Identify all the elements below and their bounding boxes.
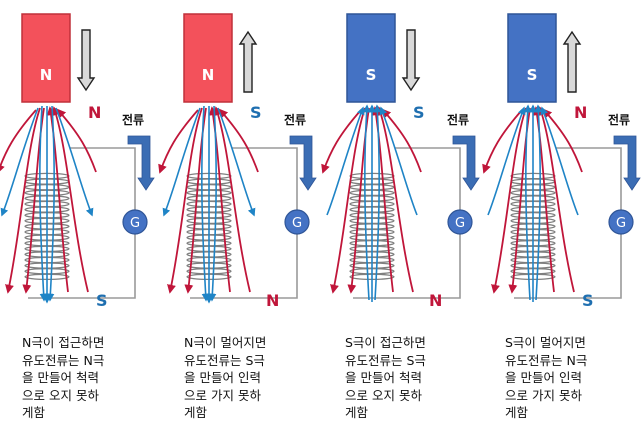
current-label: 전류 bbox=[122, 112, 144, 127]
coil-top-pole-label: S bbox=[413, 103, 425, 122]
galvanometer-icon bbox=[608, 209, 634, 235]
field-lines bbox=[321, 104, 422, 302]
current-label: 전류 bbox=[608, 112, 630, 127]
field-line-red bbox=[482, 109, 523, 174]
galvanometer-icon bbox=[284, 209, 310, 235]
panel-4: S N S 전류 G bbox=[482, 13, 641, 310]
coil-bottom-pole-label: S bbox=[96, 291, 108, 310]
galvanometer-label: G bbox=[616, 216, 626, 231]
field-line-blue bbox=[162, 107, 201, 217]
field-line-red bbox=[167, 107, 203, 294]
magnet bbox=[346, 13, 396, 103]
field-line-blue bbox=[208, 105, 217, 302]
coil-top-pole-label: S bbox=[250, 103, 262, 122]
coil-bottom-pole-label: S bbox=[582, 291, 594, 310]
field-line-red bbox=[321, 109, 362, 174]
field-line-red bbox=[538, 106, 575, 293]
field-line-blue bbox=[217, 107, 256, 217]
field-lines bbox=[158, 105, 259, 304]
field-line-red bbox=[542, 108, 583, 173]
magnet-pole-label: N bbox=[40, 66, 53, 84]
current-arrow-icon bbox=[452, 135, 480, 191]
field-lines bbox=[482, 104, 583, 302]
field-line-blue bbox=[55, 107, 94, 217]
magnet bbox=[507, 13, 557, 103]
magnet-pole-label: N bbox=[202, 66, 215, 84]
field-line-red bbox=[56, 108, 97, 173]
panel-2: N S N 전류 G bbox=[158, 13, 317, 310]
magnet-pole-label: S bbox=[366, 66, 377, 84]
panel-1: N N S 전류 G bbox=[0, 13, 155, 310]
current-label: 전류 bbox=[284, 112, 306, 127]
field-line-red bbox=[377, 106, 414, 293]
field-line-blue bbox=[534, 104, 543, 301]
current-arrow-icon bbox=[289, 135, 317, 191]
motion-arrow-icon bbox=[562, 30, 582, 93]
field-line-blue bbox=[39, 105, 48, 302]
current-label: 전류 bbox=[447, 112, 469, 127]
caption-panel-3: S극이 접근하면 유도전류는 S극 을 만들어 척력 으로 오지 못하 게함 bbox=[345, 335, 426, 420]
field-line-red bbox=[214, 106, 251, 293]
field-line-blue bbox=[201, 105, 210, 302]
field-line-blue bbox=[0, 107, 39, 217]
coil-bottom-pole-label: N bbox=[429, 291, 442, 310]
field-line-red bbox=[52, 106, 89, 293]
coil-top-pole-label: N bbox=[88, 103, 101, 122]
motion-arrow-icon bbox=[401, 29, 421, 92]
panel-3: S S N 전류 G bbox=[321, 13, 480, 310]
coil-top-pole-label: N bbox=[574, 103, 587, 122]
galvanometer-icon bbox=[122, 209, 148, 235]
field-line-blue bbox=[379, 106, 418, 216]
magnet-pole-label: S bbox=[527, 66, 538, 84]
field-line-blue bbox=[487, 106, 526, 216]
magnet bbox=[183, 13, 233, 103]
caption-panel-2: N극이 멀어지면 유도전류는 S극 을 만들어 인력 으로 가지 못하 게함 bbox=[184, 335, 267, 420]
field-line-red bbox=[330, 107, 366, 294]
field-line-blue bbox=[326, 106, 365, 216]
field-line-red bbox=[218, 108, 259, 173]
field-line-red bbox=[381, 108, 422, 173]
motion-arrow-icon bbox=[76, 29, 96, 92]
caption-panel-4: S극이 멀어지면 유도전류는 N극 을 만들어 인력 으로 가지 못하 게함 bbox=[505, 335, 588, 420]
current-arrow-icon bbox=[127, 135, 155, 191]
field-line-blue bbox=[46, 105, 55, 302]
field-line-blue bbox=[362, 104, 371, 301]
field-line-red bbox=[491, 107, 527, 294]
magnet bbox=[21, 13, 71, 103]
caption-panel-1: N극이 접근하면 유도전류는 N극 을 만들어 척력 으로 오지 못하 게함 bbox=[22, 335, 105, 420]
field-line-blue bbox=[523, 104, 532, 301]
field-line-blue bbox=[540, 106, 579, 216]
field-line-red bbox=[0, 109, 37, 174]
galvanometer-label: G bbox=[455, 216, 465, 231]
current-arrow-icon bbox=[613, 135, 641, 191]
field-line-red bbox=[158, 109, 199, 174]
galvanometer-label: G bbox=[292, 216, 302, 231]
field-lines bbox=[0, 105, 97, 304]
motion-arrow-icon bbox=[238, 30, 258, 93]
field-line-blue bbox=[373, 104, 382, 301]
field-line-red bbox=[5, 107, 41, 294]
galvanometer-label: G bbox=[130, 216, 140, 231]
galvanometer-icon bbox=[447, 209, 473, 235]
coil-bottom-pole-label: N bbox=[266, 291, 279, 310]
